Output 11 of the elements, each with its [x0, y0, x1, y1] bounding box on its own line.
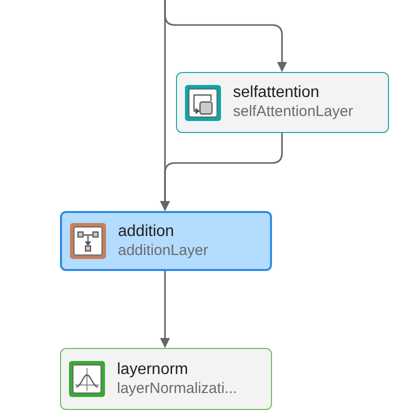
layer-type: selfAttentionLayer [233, 103, 354, 122]
layer-type: layerNormalizati... [117, 380, 238, 398]
arrow [160, 271, 170, 348]
layer-name: layernorm [117, 360, 190, 380]
layer-box [60, 211, 272, 271]
layer-name: addition [118, 222, 176, 242]
layer-box [60, 348, 272, 410]
layer-name: selfattention [233, 83, 320, 104]
layer-box [176, 72, 389, 133]
arrow [160, 133, 283, 211]
layer-type: additionLayer [118, 242, 208, 260]
